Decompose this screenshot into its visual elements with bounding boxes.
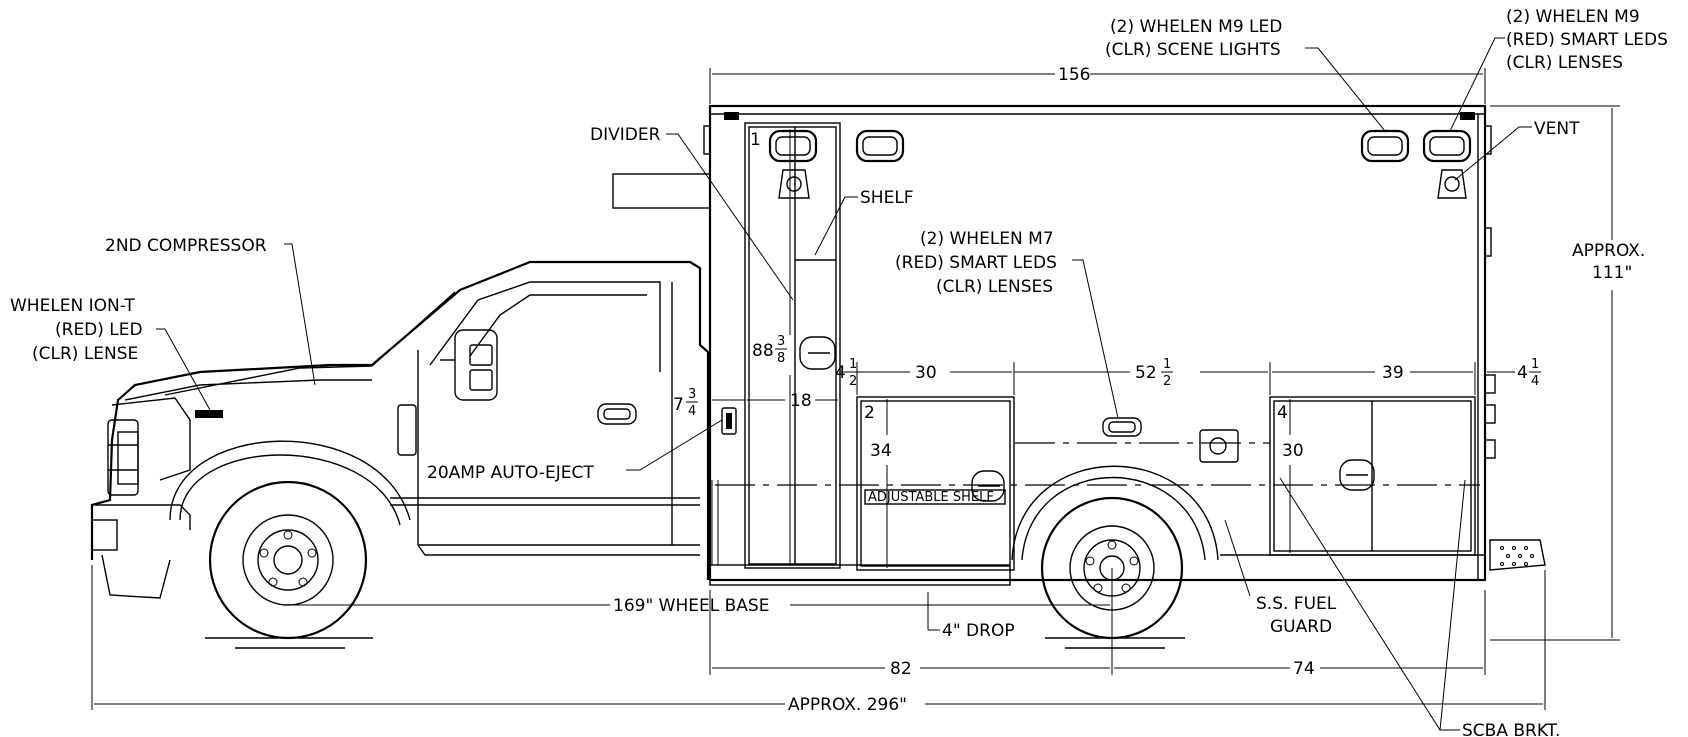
dim-gap-right-num: 1 xyxy=(1531,357,1539,372)
dim-gap-right: 4 xyxy=(1517,363,1528,383)
auto-eject-plug xyxy=(721,407,737,435)
compartment-numbers: 1 2 4 xyxy=(750,130,1288,423)
dimension-values: 156 88 3 8 18 7 3 4 4 1 2 30 34 52 1 2 3… xyxy=(673,65,1541,679)
dim-c4-width: 39 xyxy=(1382,363,1404,383)
label-m7-line1: (2) WHELEN M7 xyxy=(920,229,1054,249)
compartment-number-4: 4 xyxy=(1277,403,1288,423)
label-m9-red-line2: (RED) SMART LEDS xyxy=(1506,30,1668,50)
label-vent: VENT xyxy=(1534,119,1580,139)
dim-gap-1-num: 1 xyxy=(849,357,857,372)
label-height-line1: APPROX. xyxy=(1572,241,1645,261)
dim-gap-1: 4 xyxy=(835,363,846,383)
dim-left-offset: 7 xyxy=(673,395,684,415)
label-divider: DIVIDER xyxy=(590,125,661,145)
dim-c2-height: 34 xyxy=(870,441,892,461)
bumper-diamond-pattern xyxy=(1500,546,1534,566)
label-overall-length: APPROX. 296" xyxy=(788,695,907,715)
label-m7-line2: (RED) SMART LEDS xyxy=(895,253,1057,273)
callout-labels: (2) WHELEN M9 LED (CLR) SCENE LIGHTS (2)… xyxy=(10,7,1668,737)
label-m9-led-line2: (CLR) SCENE LIGHTS xyxy=(1105,40,1281,60)
label-drop: 4" DROP xyxy=(942,621,1015,641)
label-m7-line3: (CLR) LENSES xyxy=(936,277,1053,297)
front-wheel xyxy=(208,480,368,640)
dim-c1-height: 88 xyxy=(752,341,774,361)
label-fuel-line1: S.S. FUEL xyxy=(1256,594,1337,614)
dim-body-length: 156 xyxy=(1058,65,1090,85)
label-m9-red-line3: (CLR) LENSES xyxy=(1506,53,1623,73)
dim-left-offset-den: 4 xyxy=(688,404,696,419)
dim-axle-to-rear: 74 xyxy=(1293,659,1315,679)
label-scba: SCBA BRKT. xyxy=(1462,721,1560,737)
compartment-4 xyxy=(1269,396,1476,556)
compartment-1 xyxy=(744,122,841,569)
label-m9-led-line1: (2) WHELEN M9 LED xyxy=(1110,17,1282,37)
label-fuel-line2: GUARD xyxy=(1270,617,1332,637)
label-ion-line1: WHELEN ION-T xyxy=(10,296,135,316)
truck-cab xyxy=(90,260,710,599)
dim-span-mid-num: 1 xyxy=(1163,357,1171,372)
ground-lines xyxy=(205,637,1185,649)
compartment-2 xyxy=(856,396,1015,571)
label-wheel-base: 169" WHEEL BASE xyxy=(613,596,769,616)
dim-c2-width: 30 xyxy=(915,363,937,383)
dim-span-mid: 52 xyxy=(1135,363,1157,383)
dim-c1-height-den: 8 xyxy=(777,351,785,366)
label-compressor: 2ND COMPRESSOR xyxy=(105,236,267,256)
dim-span-mid-den: 2 xyxy=(1163,374,1171,389)
leader-lines xyxy=(156,37,1532,731)
module-lights xyxy=(768,129,1472,437)
dim-gap-right-den: 4 xyxy=(1531,374,1539,389)
compartment-number-2: 2 xyxy=(864,403,875,423)
dim-c1-height-num: 3 xyxy=(777,334,785,349)
dim-left-offset-num: 3 xyxy=(688,387,696,402)
compartment-number-1: 1 xyxy=(750,130,761,150)
dim-gap-1-den: 2 xyxy=(849,374,857,389)
dim-front-to-axle: 82 xyxy=(890,659,912,679)
label-height-line2: 111" xyxy=(1592,263,1632,283)
label-shelf: SHELF xyxy=(860,188,914,208)
fuel-door xyxy=(1199,429,1239,463)
label-adjustable-shelf: ADJUSTABLE SHELF xyxy=(868,490,994,505)
rear-wheel xyxy=(1011,465,1219,640)
dim-c4-height: 30 xyxy=(1282,441,1304,461)
m7-light xyxy=(1102,417,1142,437)
label-ion-line2: (RED) LED xyxy=(55,320,143,340)
label-m9-red-line1: (2) WHELEN M9 xyxy=(1506,7,1640,27)
label-ion-line3: (CLR) LENSE xyxy=(32,344,138,364)
label-auto-eject: 20AMP AUTO-EJECT xyxy=(427,463,594,483)
dim-c1-width: 18 xyxy=(790,391,812,411)
dimension-lines xyxy=(91,68,1620,710)
